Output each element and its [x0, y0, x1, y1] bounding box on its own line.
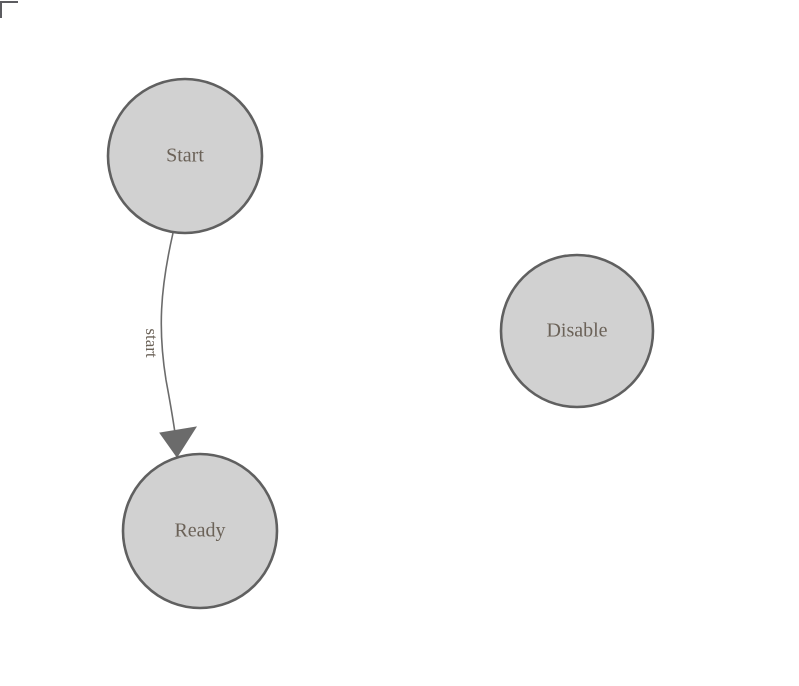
node-ready[interactable]: Ready — [121, 452, 279, 610]
edge-line — [160, 232, 178, 448]
node-start[interactable]: Start — [106, 77, 264, 235]
arrowhead-icon — [159, 426, 198, 458]
node-disable-label: Disable — [546, 320, 607, 342]
node-ready-circle[interactable] — [121, 452, 279, 610]
node-start-label: Start — [166, 145, 204, 167]
selection-corner-mark — [0, 1, 18, 18]
edge-start-to-ready[interactable]: start — [142, 232, 198, 458]
node-disable[interactable]: Disable — [499, 253, 655, 409]
edge-label-start: start — [142, 328, 161, 358]
node-start-circle[interactable] — [106, 77, 264, 235]
node-disable-circle[interactable] — [499, 253, 655, 409]
node-ready-label: Ready — [174, 520, 225, 542]
